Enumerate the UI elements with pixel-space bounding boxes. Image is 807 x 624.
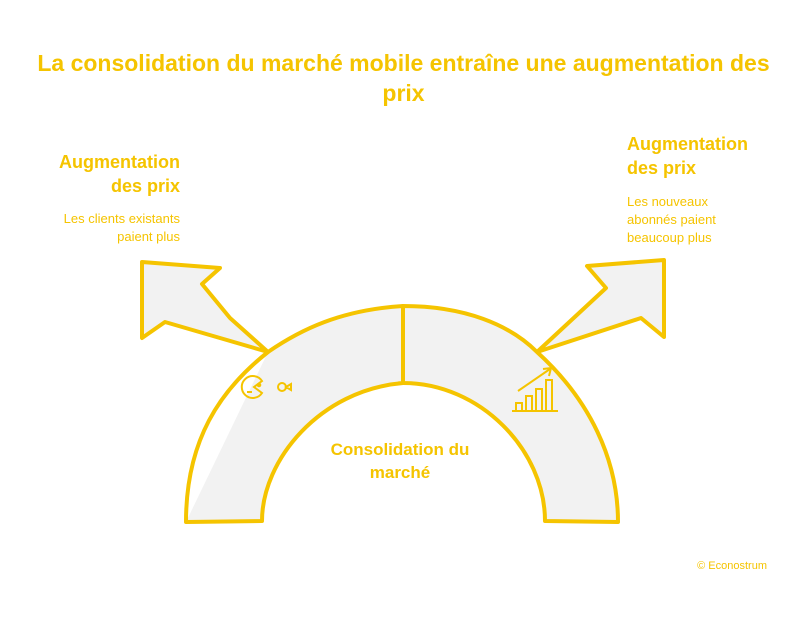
- right-heading-line1: Augmentation: [627, 134, 748, 154]
- page-title: La consolidation du marché mobile entraî…: [37, 50, 770, 106]
- right-desc-line3: beaucoup plus: [627, 230, 712, 245]
- left-description: Les clients existants paient plus: [20, 210, 180, 246]
- left-arch-outline: [184, 350, 270, 524]
- right-desc-line2: abonnés paient: [627, 212, 716, 227]
- left-desc-line2: paient plus: [117, 229, 180, 244]
- right-description: Les nouveaux abonnés paient beaucoup plu…: [627, 193, 787, 247]
- right-heading-line2: des prix: [627, 158, 697, 178]
- left-heading-line1: Augmentation: [59, 152, 180, 172]
- right-heading: Augmentation des prix: [627, 132, 787, 180]
- pacman-fish-icon: [240, 375, 292, 399]
- left-desc-line1: Les clients existants: [63, 211, 180, 226]
- right-desc-line1: Les nouveaux: [627, 194, 708, 209]
- left-heading-line2: des prix: [110, 176, 180, 196]
- center-label-line2: marché: [369, 463, 431, 482]
- left-heading: Augmentation des prix: [20, 150, 180, 198]
- center-label-line1: Consolidation du: [330, 440, 470, 459]
- copyright-text: © Econostrum: [697, 560, 767, 572]
- right-arrow-shape: [401, 258, 666, 524]
- growth-chart-icon: [512, 366, 558, 412]
- center-label: Consolidation du marché: [310, 438, 490, 484]
